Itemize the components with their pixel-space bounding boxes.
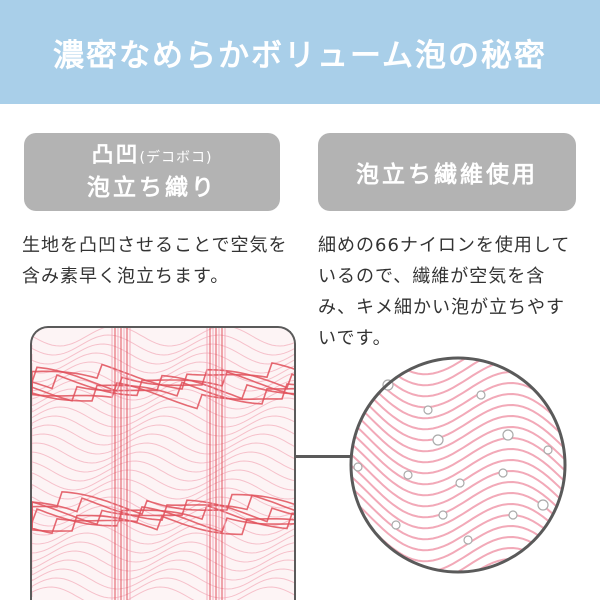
fabric-wave-line — [32, 328, 294, 347]
fabric-texture-graphic — [32, 328, 294, 600]
zoom-fiber-line — [351, 387, 565, 463]
fabric-wave-line — [32, 478, 294, 500]
fabric-wave-line — [32, 433, 294, 455]
fabric-red-band-line — [32, 514, 294, 536]
fabric-wave-line — [32, 406, 294, 428]
foam-bubble — [423, 405, 433, 415]
zoom-fiber-line — [351, 486, 565, 562]
header-banner: 濃密なめらかボリューム泡の秘密 — [0, 0, 600, 104]
zoom-fiber-line — [351, 475, 565, 551]
zoom-fiber-line — [351, 358, 565, 386]
foam-bubble — [353, 462, 363, 472]
foam-bubble — [502, 429, 514, 441]
zoom-fiber-line — [351, 453, 565, 529]
fabric-wave-line — [32, 442, 294, 464]
fabric-red-band-line — [32, 499, 294, 526]
feature-label-uneven-weave: 凸凹(デコボコ) 泡立ち織り — [24, 133, 280, 211]
fabric-wave-line — [32, 424, 294, 446]
fabric-red-band-line — [32, 381, 294, 405]
zoom-circle-border — [349, 356, 567, 574]
fabric-wave-line — [32, 388, 294, 410]
foam-bubble — [455, 478, 465, 488]
fabric-wave-line — [32, 415, 294, 437]
foam-bubble — [403, 470, 413, 480]
feature-title: 泡立ち繊維使用 — [356, 162, 538, 188]
fabric-wave-line — [32, 550, 294, 572]
fabric-red-band-line — [32, 371, 294, 397]
zoom-connector-line — [296, 455, 352, 458]
zoom-fiber-line — [351, 442, 565, 518]
fabric-red-band-line — [32, 506, 294, 535]
feature-title-line2: 泡立ち織り — [87, 175, 217, 201]
feature-description-fiber: 細めの66ナイロンを使用しているので、繊維が空気を含み、キメ細かい泡が立ちやすい… — [318, 235, 571, 349]
fabric-wave-line — [32, 586, 294, 600]
fabric-wave-line — [32, 541, 294, 563]
foam-bubble — [537, 499, 549, 511]
feature-description-weave: 生地を凸凹させることで空気を含み素早く泡立ちます。 — [22, 235, 288, 287]
zoom-fiber-line — [351, 431, 565, 507]
foam-bubble — [476, 390, 486, 400]
fabric-wave-line — [32, 469, 294, 491]
zoom-fiber-line — [351, 376, 565, 452]
feature-title-main: 凸凹 — [91, 143, 140, 168]
fabric-wave-line — [32, 352, 294, 374]
foam-bubble — [438, 510, 448, 520]
fabric-red-band-line — [32, 381, 294, 410]
foam-bubble — [543, 445, 553, 455]
zoom-fiber-line — [351, 398, 565, 474]
fabric-wave-line — [32, 568, 294, 590]
fabric-wave-line — [32, 514, 294, 536]
fabric-wave-line — [32, 343, 294, 365]
fabric-wave-line — [32, 361, 294, 383]
foam-bubble — [498, 468, 508, 478]
page-title: 濃密なめらかボリューム泡の秘密 — [52, 37, 548, 74]
foam-bubble — [432, 434, 444, 446]
fabric-wave-line — [32, 577, 294, 599]
zoom-fiber-line — [351, 409, 565, 485]
zoom-fiber-line — [351, 464, 565, 540]
feature-label-fiber: 泡立ち繊維使用 — [318, 133, 576, 211]
fabric-red-band-line — [32, 494, 294, 521]
fabric-wave-line — [32, 532, 294, 554]
fabric-wave-line — [32, 460, 294, 482]
zoom-fiber-line — [351, 420, 565, 496]
magnified-fiber-circle — [349, 356, 567, 574]
fabric-red-band-line — [32, 366, 294, 393]
fabric-wave-line — [32, 334, 294, 356]
fabric-frame — [30, 326, 296, 600]
foam-bubble — [463, 535, 473, 545]
foam-bubble — [391, 520, 401, 530]
feature-title-reading: (デコボコ) — [139, 150, 213, 166]
foam-bubble — [508, 510, 518, 520]
fabric-wave-line — [32, 559, 294, 581]
fabric-wave-line — [32, 451, 294, 473]
knit-fabric-illustration — [30, 326, 296, 600]
